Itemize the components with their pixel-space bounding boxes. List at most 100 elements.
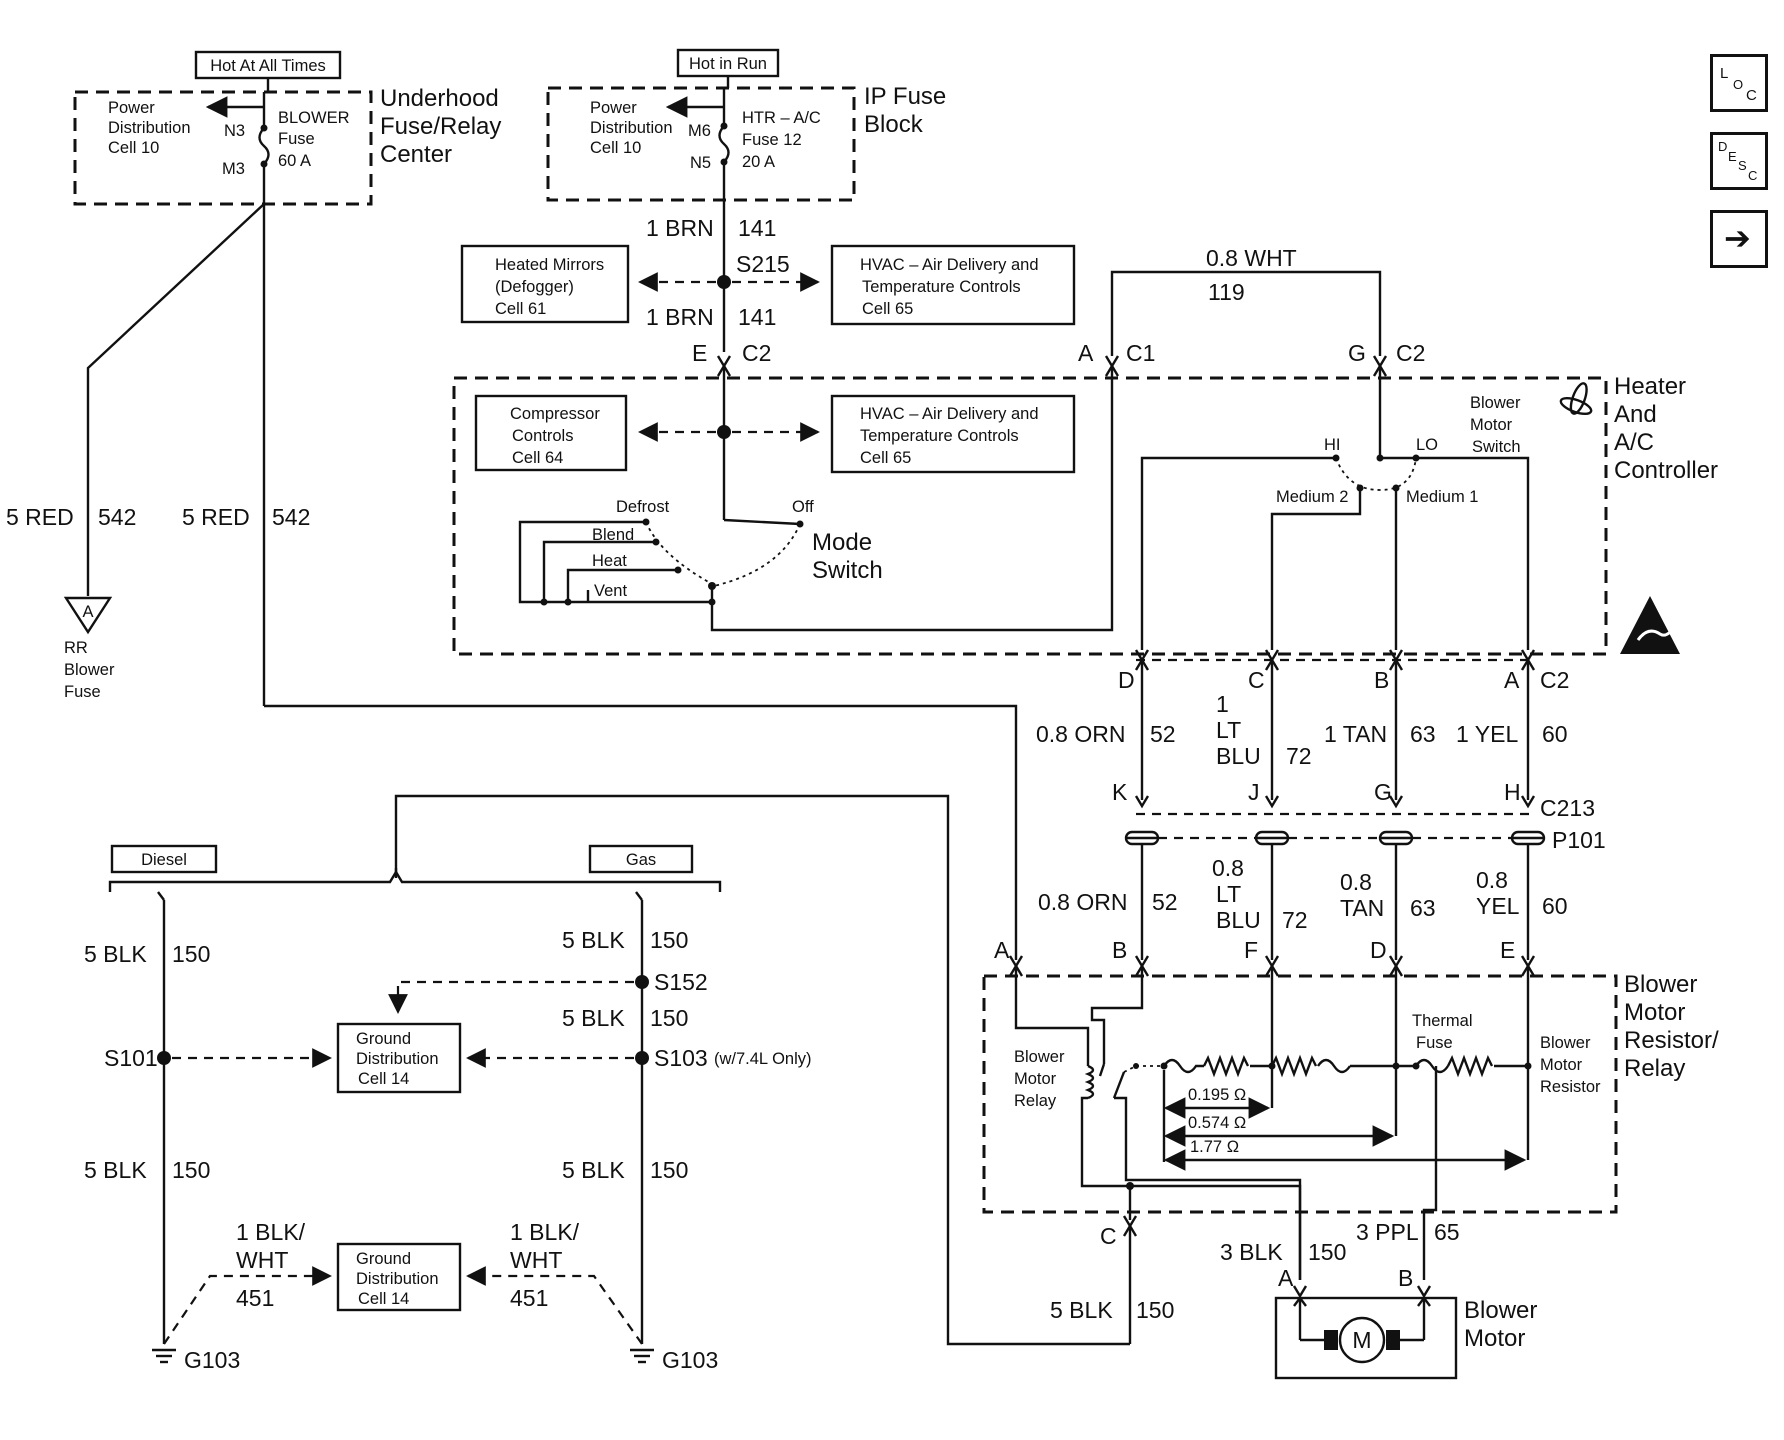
svg-text:60: 60 [1542, 721, 1568, 747]
svg-text:1 BLK/: 1 BLK/ [236, 1219, 306, 1245]
svg-text:D: D [1370, 937, 1387, 963]
svg-text:451: 451 [510, 1285, 548, 1311]
svg-text:HI: HI [1324, 436, 1341, 454]
svg-text:Cell 10: Cell 10 [108, 139, 159, 157]
esd-warning-icon [1620, 596, 1680, 654]
svg-text:Block: Block [864, 111, 924, 138]
heater-ac-controller-boundary [452, 376, 1608, 656]
svg-text:H: H [1504, 779, 1521, 805]
svg-text:Motor: Motor [1464, 1325, 1525, 1352]
svg-text:0.8 ORN: 0.8 ORN [1038, 889, 1127, 915]
svg-text:Heat: Heat [592, 552, 627, 570]
svg-text:Fuse: Fuse [64, 683, 101, 701]
svg-text:Fuse/Relay: Fuse/Relay [380, 113, 501, 140]
svg-text:S101: S101 [104, 1045, 158, 1071]
blower-resistor-relay-boundary [982, 974, 1618, 1214]
svg-text:0.8: 0.8 [1476, 867, 1508, 893]
svg-text:1 BLK/: 1 BLK/ [510, 1219, 580, 1245]
svg-text:Resistor: Resistor [1540, 1078, 1601, 1096]
svg-text:Power: Power [590, 99, 637, 117]
svg-text:Distribution: Distribution [356, 1270, 439, 1288]
svg-text:63: 63 [1410, 721, 1436, 747]
svg-text:C: C [1248, 667, 1265, 693]
svg-text:119: 119 [1208, 279, 1245, 305]
svg-text:Cell 14: Cell 14 [358, 1070, 409, 1088]
svg-text:Medium 1: Medium 1 [1406, 488, 1478, 506]
svg-text:542: 542 [98, 504, 136, 530]
svg-text:S103: S103 [654, 1045, 708, 1071]
svg-text:J: J [1248, 779, 1260, 805]
svg-text:Motor: Motor [1540, 1056, 1583, 1074]
svg-text:Motor: Motor [1014, 1070, 1057, 1088]
svg-text:C213: C213 [1540, 795, 1595, 821]
svg-text:Blower: Blower [1470, 394, 1521, 412]
svg-text:M: M [1352, 1327, 1371, 1353]
blower-motor-switch: Blower Motor Switch HI LO Medium 2 Mediu… [1140, 366, 1530, 650]
svg-text:K: K [1112, 779, 1128, 805]
svg-text:1 YEL: 1 YEL [1456, 721, 1518, 747]
svg-text:A/C: A/C [1614, 429, 1654, 456]
svg-text:G103: G103 [184, 1347, 240, 1373]
svg-text:Blower: Blower [1464, 1297, 1537, 1324]
svg-text:Blower: Blower [1014, 1048, 1065, 1066]
svg-text:M3: M3 [222, 160, 245, 178]
svg-text:52: 52 [1152, 889, 1178, 915]
svg-text:Blower: Blower [1540, 1034, 1591, 1052]
splice-s103 [635, 1051, 649, 1065]
svg-text:Compressor: Compressor [510, 405, 600, 423]
svg-text:Blower: Blower [64, 661, 115, 679]
svg-text:Fuse: Fuse [1416, 1034, 1453, 1052]
svg-text:HVAC – Air Delivery and: HVAC – Air Delivery and [860, 256, 1039, 274]
svg-text:Ground: Ground [356, 1250, 411, 1268]
svg-text:A: A [1504, 667, 1520, 693]
svg-text:Temperature Controls: Temperature Controls [860, 427, 1019, 445]
svg-text:1.77 Ω: 1.77 Ω [1190, 1138, 1239, 1156]
svg-text:150: 150 [1308, 1239, 1346, 1265]
hvac-controls-box-mid: HVAC – Air Delivery and Temperature Cont… [830, 394, 1076, 474]
svg-text:A: A [994, 937, 1010, 963]
fan-icon [1559, 382, 1593, 416]
desc-button[interactable]: D E S C [1710, 132, 1768, 190]
svg-text:BLU: BLU [1216, 743, 1261, 769]
svg-text:72: 72 [1286, 743, 1312, 769]
svg-text:Gas: Gas [626, 851, 656, 869]
compressor-controls-box: Compressor Controls Cell 64 [474, 394, 628, 472]
svg-text:N3: N3 [224, 122, 245, 140]
svg-text:RR: RR [64, 639, 88, 657]
svg-text:150: 150 [172, 1157, 210, 1183]
svg-text:LT: LT [1216, 881, 1241, 907]
connector-c213-p101 [1124, 795, 1546, 846]
mode-switch: Defrost Blend Heat Vent Off Mode Switch [518, 366, 1114, 632]
svg-text:150: 150 [650, 1157, 688, 1183]
next-arrow-button[interactable]: ➔ [1710, 210, 1768, 268]
heated-mirrors-box: Heated Mirrors (Defogger) Cell 61 [460, 244, 630, 324]
svg-text:5 BLK: 5 BLK [562, 1157, 625, 1183]
splice-s215 [717, 275, 731, 289]
svg-text:Vent: Vent [594, 582, 627, 600]
svg-text:Relay: Relay [1624, 1055, 1685, 1082]
rr-blower-fuse: A RR Blower Fuse [63, 596, 115, 701]
svg-text:Underhood: Underhood [380, 85, 499, 112]
svg-text:F: F [1244, 937, 1258, 963]
svg-text:Cell 64: Cell 64 [512, 449, 563, 467]
svg-text:0.8 ORN: 0.8 ORN [1036, 721, 1125, 747]
svg-text:150: 150 [1136, 1297, 1174, 1323]
svg-text:Heated Mirrors: Heated Mirrors [495, 256, 604, 274]
svg-text:B: B [1398, 1265, 1413, 1291]
svg-text:N5: N5 [690, 154, 711, 172]
svg-text:Blower: Blower [1624, 971, 1697, 998]
svg-text:Thermal: Thermal [1412, 1012, 1473, 1030]
blower-motor: M Blower Motor [1274, 1296, 1537, 1380]
right-arrow-icon: ➔ [1724, 220, 1751, 256]
svg-text:Cell 65: Cell 65 [860, 449, 911, 467]
ground-g103-right: G103 [630, 1347, 718, 1373]
svg-text:Cell 61: Cell 61 [495, 300, 546, 318]
svg-text:Defrost: Defrost [616, 498, 670, 516]
svg-text:HTR – A/C: HTR – A/C [742, 109, 821, 127]
loc-button[interactable]: L O C [1710, 54, 1768, 112]
svg-text:Diesel: Diesel [141, 851, 187, 869]
svg-text:0.574 Ω: 0.574 Ω [1188, 1114, 1246, 1132]
svg-text:Switch: Switch [812, 557, 883, 584]
svg-text:150: 150 [650, 927, 688, 953]
